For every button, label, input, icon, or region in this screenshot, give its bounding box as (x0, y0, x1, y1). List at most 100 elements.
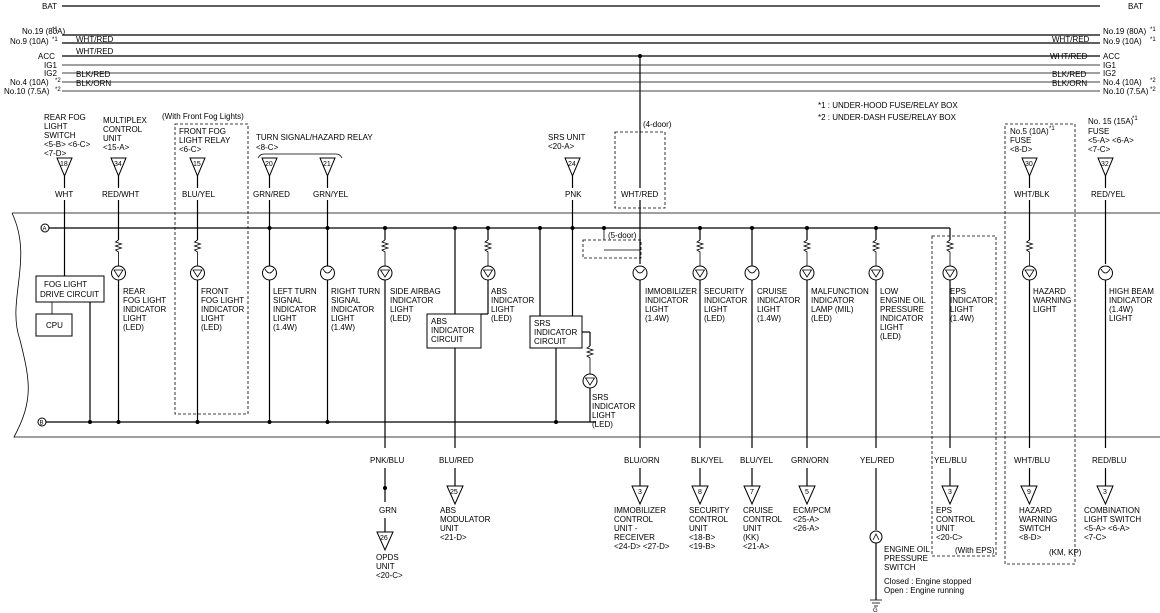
svg-text:No.5 (10A): No.5 (10A) (1010, 127, 1049, 136)
svg-text:RED/WHT: RED/WHT (102, 190, 139, 199)
gauge-outline (11, 212, 1160, 438)
svg-text:OPDS: OPDS (376, 553, 399, 562)
svg-text:*2: *2 (55, 78, 61, 84)
svg-text:BLK/ORN: BLK/ORN (76, 79, 111, 88)
svg-text:INDICATOR: INDICATOR (123, 305, 166, 314)
svg-text:LIGHT: LIGHT (491, 305, 515, 314)
svg-text:<6-C>: <6-C> (179, 145, 202, 154)
svg-text:25: 25 (450, 489, 458, 496)
svg-text:RECEIVER: RECEIVER (614, 533, 655, 542)
svg-text:UNIT: UNIT (936, 524, 955, 533)
svg-text:CPU: CPU (46, 321, 63, 330)
svg-text:BLK/ORN: BLK/ORN (1052, 79, 1087, 88)
svg-text:LIGHT: LIGHT (123, 314, 147, 323)
svg-text:(LED): (LED) (811, 314, 832, 323)
svg-text:PNK: PNK (565, 190, 582, 199)
svg-text:No. 15 (15A): No. 15 (15A) (1088, 117, 1134, 126)
svg-text:GRN: GRN (379, 506, 397, 515)
junction-dots (88, 226, 878, 424)
svg-text:BLU/YEL: BLU/YEL (740, 456, 773, 465)
svg-text:INDICATOR: INDICATOR (491, 296, 534, 305)
svg-text:IMMOBILIZER: IMMOBILIZER (645, 287, 697, 296)
svg-text:SWITCH: SWITCH (1019, 524, 1051, 533)
svg-text:ABS: ABS (491, 287, 507, 296)
svg-text:ABS: ABS (431, 317, 447, 326)
svg-text:3: 3 (1103, 489, 1107, 496)
svg-text:LEFT TURN: LEFT TURN (273, 287, 317, 296)
svg-text:UNIT: UNIT (376, 562, 395, 571)
svg-text:INDICATOR: INDICATOR (390, 296, 433, 305)
turn-relay-label: TURN SIGNAL/HAZARD RELAY <8-C> (256, 133, 373, 152)
svg-text:FOG LIGHT: FOG LIGHT (123, 296, 166, 305)
ecm-label: ECM/PCM<25-A> <26-A> (793, 506, 831, 533)
pin-srs: 24 (564, 157, 581, 178)
svg-text:*1: *1 (1150, 37, 1156, 43)
svg-text:MODULATOR: MODULATOR (440, 515, 491, 524)
svg-text:ENGINE OIL: ENGINE OIL (880, 296, 926, 305)
svg-text:B: B (40, 421, 44, 427)
svg-text:UNIT: UNIT (440, 524, 459, 533)
svg-text:LIGHT: LIGHT (44, 122, 68, 131)
svg-text:LIGHT: LIGHT (645, 305, 669, 314)
svg-text:<21-D>: <21-D> (440, 533, 467, 542)
with-eps-box (931, 235, 997, 557)
svg-text:INDICATOR: INDICATOR (592, 402, 635, 411)
svg-text:3: 3 (638, 489, 642, 496)
svg-text:INDICATOR: INDICATOR (201, 305, 244, 314)
svg-text:8: 8 (698, 489, 702, 496)
svg-text:<20-C>: <20-C> (376, 571, 403, 580)
svg-text:RIGHT TURN: RIGHT TURN (331, 287, 380, 296)
pin-no15: 32 (1097, 157, 1114, 178)
svg-text:MALFUNCTION: MALFUNCTION (811, 287, 869, 296)
no10-left: No.10 (7.5A) (4, 87, 50, 96)
svg-text:(LED): (LED) (592, 420, 613, 429)
pin-opds: 26 (376, 531, 394, 552)
svg-text:<15-A>: <15-A> (103, 143, 130, 152)
svg-text:(LED): (LED) (704, 314, 725, 323)
svg-text:LIGHT SWITCH: LIGHT SWITCH (1084, 515, 1141, 524)
wire-wht-red-top-right: WHT/RED (1052, 35, 1090, 44)
svg-text:PRESSURE: PRESSURE (884, 554, 928, 563)
pin-no5: 30 (1021, 157, 1038, 178)
svg-text:HAZARD: HAZARD (1019, 506, 1052, 515)
svg-text:ENGINE OIL: ENGINE OIL (884, 545, 930, 554)
svg-text:LIGHT: LIGHT (201, 314, 225, 323)
svg-text:SRS: SRS (592, 393, 608, 402)
svg-text:LIGHT RELAY: LIGHT RELAY (179, 136, 231, 145)
svg-text:WARNING: WARNING (1033, 296, 1071, 305)
svg-text:WHT/RED: WHT/RED (621, 190, 659, 199)
svg-text:GRN/YEL: GRN/YEL (313, 190, 349, 199)
fog-drive-circuit (35, 275, 105, 303)
top-wire-labels: WHT RED/WHT BLU/YEL GRN/RED GRN/YEL PNK … (55, 190, 1126, 199)
svg-text:WHT/RED: WHT/RED (76, 47, 114, 56)
svg-text:CONTROL: CONTROL (689, 515, 729, 524)
svg-text:FOG LIGHT: FOG LIGHT (201, 296, 244, 305)
svg-text:3: 3 (948, 489, 952, 496)
svg-text:LIGHT: LIGHT (950, 305, 974, 314)
svg-text:26: 26 (380, 535, 388, 542)
svg-text:RED/YEL: RED/YEL (1091, 190, 1126, 199)
svg-text:UNIT: UNIT (103, 134, 122, 143)
ig1-right: IG1 (1103, 61, 1116, 70)
pin-left-turn: 20 (261, 157, 278, 178)
svg-text:CONTROL: CONTROL (743, 515, 783, 524)
svg-text:20: 20 (265, 161, 273, 168)
pin-right-turn: 21 (319, 157, 336, 178)
svg-text:WARNING: WARNING (1019, 515, 1057, 524)
bat-label-left: BAT (42, 2, 57, 11)
svg-text:<5-A> <6-A>: <5-A> <6-A> (1088, 136, 1134, 145)
five-door-label: (5-door) (608, 231, 637, 240)
svg-text:MULTIPLEX: MULTIPLEX (103, 116, 148, 125)
svg-text:SWITCH: SWITCH (884, 563, 916, 572)
svg-text:(LED): (LED) (123, 323, 144, 332)
svg-text:SECURITY: SECURITY (689, 506, 730, 515)
svg-text:WHT: WHT (55, 190, 73, 199)
wire-wht-red-top-left: WHT/RED (76, 35, 114, 44)
svg-text:PRESSURE: PRESSURE (880, 305, 924, 314)
